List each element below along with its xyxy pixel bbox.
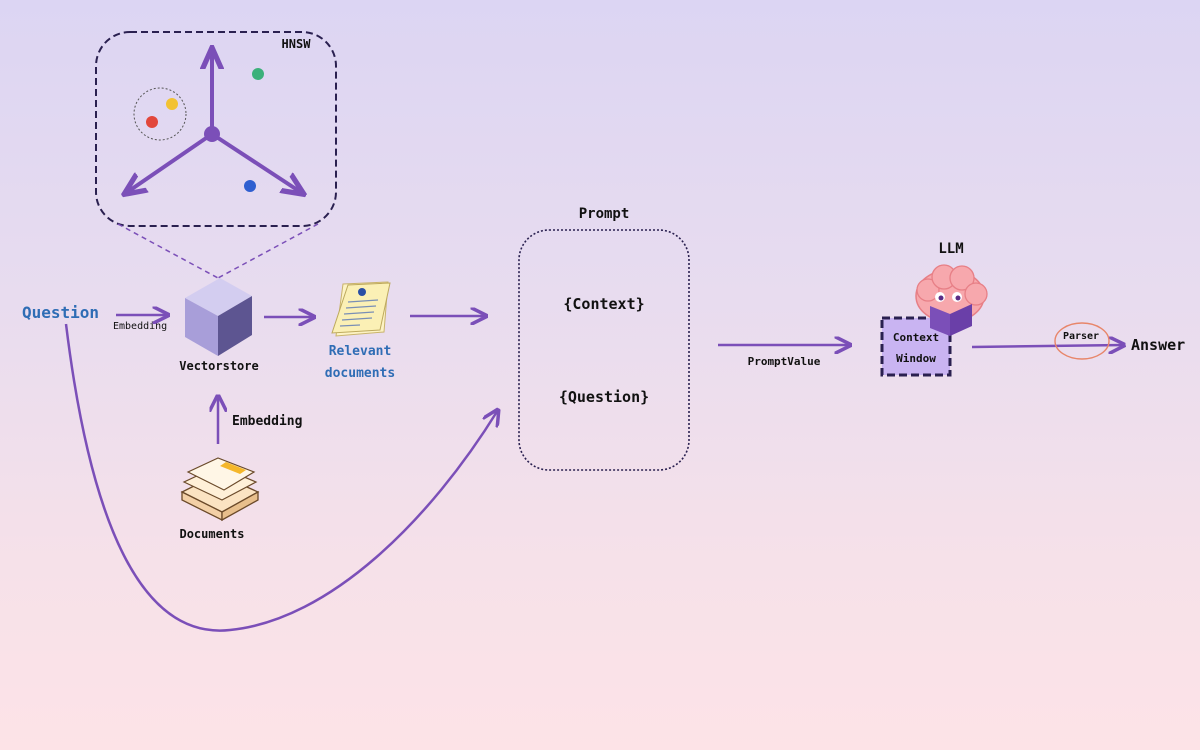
documents-label: Documents xyxy=(179,527,245,541)
vector-cluster-ring xyxy=(133,87,187,141)
context-window-line1: Context xyxy=(892,331,940,344)
prompt-question-slot: {Question} xyxy=(558,388,650,406)
prompt-box xyxy=(518,229,690,471)
prompt-title: Prompt xyxy=(578,206,630,222)
answer-label: Answer xyxy=(1131,336,1186,354)
relevant-documents-line1: Relevant xyxy=(328,344,392,359)
documents-embedding-label: Embedding xyxy=(232,414,303,429)
parser-circle xyxy=(1054,322,1110,360)
prompt-value-label: PromptValue xyxy=(747,355,821,368)
book-icon xyxy=(930,304,972,336)
question-to-prompt-curve xyxy=(64,323,498,632)
vector-point-icon xyxy=(146,116,158,128)
relevant-documents-line2: documents xyxy=(324,366,396,381)
prompt-context-slot: {Context} xyxy=(563,295,645,313)
question-label: Question xyxy=(22,303,100,322)
context-window-line2: Window xyxy=(896,352,936,365)
llm-to-answer-arrow xyxy=(971,345,1124,347)
documents-stack-icon xyxy=(180,457,260,522)
relevant-document-icon xyxy=(331,281,391,337)
llm-title: LLM xyxy=(938,241,964,257)
question-embedding-label: Embedding xyxy=(113,321,168,332)
hnsw-panel xyxy=(95,31,337,279)
vectorstore-cube-icon xyxy=(185,278,252,356)
vector-point-icon xyxy=(252,68,264,80)
parser-label: Parser xyxy=(1062,331,1100,342)
vectorstore-label: Vectorstore xyxy=(179,359,259,373)
hnsw-title: HNSW xyxy=(281,37,311,51)
vector-point-icon xyxy=(244,180,256,192)
vector-point-icon xyxy=(166,98,178,110)
hnsw-axes-icon xyxy=(126,50,302,193)
